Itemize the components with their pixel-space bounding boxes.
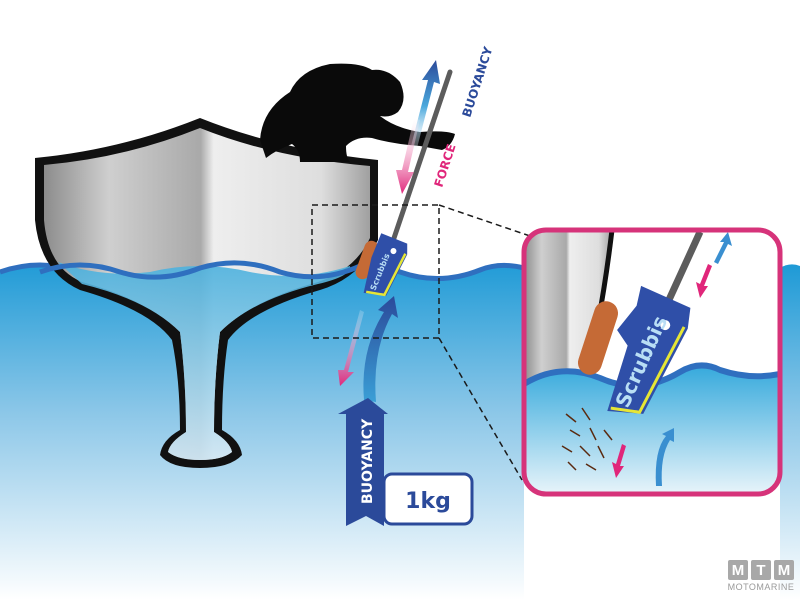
lower-arrows [338,296,398,402]
zoom-frame [521,227,783,497]
watermark-letter: T [751,560,771,580]
watermark-letter: M [728,560,748,580]
weight-box: 1kg [382,472,474,526]
buoyancy-label-lower: BUOYANCY [360,418,376,504]
boat-hull [35,118,378,468]
scrubbis-tool-main: Scrubbis [363,233,408,297]
motomarine-watermark: M T M MOTOMARINE [726,560,796,592]
weight-label: 1kg [405,489,451,514]
force-arrow-upper [396,118,420,194]
watermark-subtitle: MOTOMARINE [727,582,795,592]
scrub-pole [389,69,453,247]
force-label: FORCE [432,142,459,189]
watermark-letter: M [774,560,794,580]
zoom-inset: Scrubbis [521,227,783,497]
debris [561,407,613,471]
buoyancy-label-upper: BUOYANCY [460,45,496,119]
buoyancy-arrow-lower: BUOYANCY [338,398,388,526]
focus-box [311,204,531,481]
person-silhouette [260,63,455,162]
fender [355,240,379,280]
